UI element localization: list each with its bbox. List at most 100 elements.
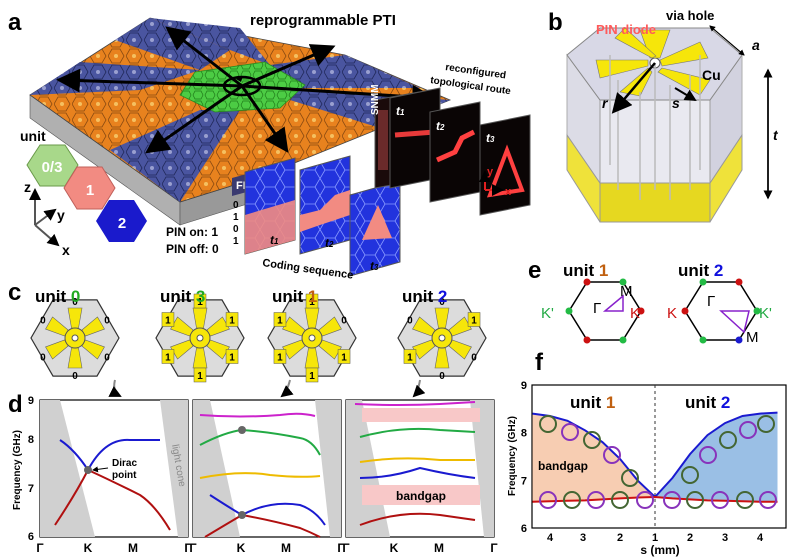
f-ytick: 6 (521, 523, 527, 535)
f-unit1-label: unit 1 (570, 393, 615, 412)
coding-bit: 1 (277, 316, 283, 327)
coding-bit: 1 (407, 353, 413, 364)
snmm-label: SNMM (370, 84, 381, 115)
vortex-mark (711, 491, 729, 509)
d-xtick: K (390, 541, 399, 555)
f-ytick: 9 (521, 380, 527, 392)
dirac-label-line2: point (112, 470, 137, 481)
vortex-mark (587, 491, 605, 509)
field-axis-x: x (505, 186, 512, 198)
f-xlabel: s (mm) (640, 543, 679, 557)
f-xtick: 1 (652, 532, 658, 544)
bit-1: 1 (233, 212, 239, 223)
e1-m: M (620, 283, 633, 300)
f-xtick: 2 (617, 532, 623, 544)
coding-bit: 1 (341, 353, 347, 364)
snmm-stack: SNMM t1 t2 t3 y x (370, 84, 531, 216)
vortex-mark (757, 415, 775, 433)
vortex-mark (583, 431, 601, 449)
bit-0: 0 (233, 200, 239, 211)
cu-label: Cu (702, 67, 721, 83)
f-ytick: 8 (521, 428, 527, 440)
f-ylabel: Frequency (GHz) (507, 416, 518, 496)
panel-label-a: a (8, 9, 22, 36)
f-chart: 9 8 7 6 4 3 2 1 2 3 4 (521, 380, 787, 544)
bit-3: 1 (233, 236, 239, 247)
pti-slab (29, 17, 452, 226)
d-bandgap-label: bandgap (396, 489, 446, 503)
band-diagrams (39, 379, 495, 538)
unit-legend-1: 1 (86, 182, 94, 199)
vortex-mark (681, 466, 699, 484)
d-xtick: Γ (337, 541, 345, 555)
coding-bit: 0 (104, 353, 110, 364)
d-xtick: M (434, 541, 444, 555)
panel-label-f: f (535, 349, 544, 376)
d-ytick-7: 7 (28, 483, 34, 495)
e1-kprime: K' (541, 305, 554, 322)
time-t3-a: t3 (370, 259, 379, 273)
f-xtick: 4 (757, 532, 764, 544)
unit-cell-3d (566, 25, 773, 223)
d-xtick: Γ (342, 541, 350, 555)
coding-bit: 0 (40, 353, 46, 364)
field-axis-y: y (487, 166, 494, 178)
axis-x: x (62, 242, 70, 258)
panel-label-d: d (8, 391, 23, 418)
coding-bit: 1 (165, 316, 171, 327)
f-xtick: 3 (580, 532, 586, 544)
brillouin-zones (565, 278, 761, 344)
f-xtick: 4 (547, 532, 554, 544)
vortex-mark (686, 491, 704, 509)
f-xtick: 2 (687, 532, 693, 544)
d-xtick: K (237, 541, 246, 555)
pin-off-label: PIN off: 0 (166, 242, 219, 256)
coding-bit: 1 (277, 353, 283, 364)
vortex-mark (563, 491, 581, 509)
coding-bit: 1 (471, 316, 477, 327)
d-xtick: M (128, 541, 138, 555)
pin-on-label: PIN on: 1 (166, 225, 218, 239)
vortex-mark (699, 446, 717, 464)
unit-legend-2: 2 (118, 215, 126, 232)
c-unit-label: unit 3 (160, 287, 205, 306)
d-ytick-8: 8 (28, 434, 34, 446)
coding-bit: 0 (439, 297, 445, 308)
coding-bit: 0 (104, 316, 110, 327)
coding-bit: 1 (229, 353, 235, 364)
vortex-mark (759, 491, 777, 509)
e-unit2-label: unit 2 (678, 261, 723, 280)
panel-label-c: c (8, 279, 21, 306)
vortex-mark (539, 491, 557, 509)
vortex-mark (611, 491, 629, 509)
bit-2: 0 (233, 224, 239, 235)
vortex-mark (739, 421, 757, 439)
unit-legend-0-3: 0/3 (42, 159, 63, 176)
fpga-stack: FPGA t1 t2 t3 0 1 0 1 (232, 155, 401, 277)
e2-kprime: K' (759, 305, 772, 322)
coding-bit: 1 (197, 297, 203, 308)
f-xtick: 3 (722, 532, 728, 544)
panel-label-b: b (548, 9, 563, 36)
vortex-mark (621, 469, 639, 487)
time-t3-snmm: t3 (486, 131, 495, 145)
d-xtick: K (84, 541, 93, 555)
d-ytick-6: 6 (28, 531, 34, 543)
f-ytick: 7 (521, 475, 527, 487)
vortex-mark (719, 431, 737, 449)
f-bandgap-label: bandgap (538, 459, 588, 473)
pti-title: reprogrammable PTI (250, 12, 396, 29)
d-xtick: M (281, 541, 291, 555)
e1-k: K (630, 305, 640, 322)
e2-m: M (746, 329, 759, 346)
d-xtick: Γ (189, 541, 197, 555)
axes-triad: z y x (24, 179, 70, 258)
e-unit1-label: unit 1 (563, 261, 608, 280)
vortex-mark (663, 491, 681, 509)
